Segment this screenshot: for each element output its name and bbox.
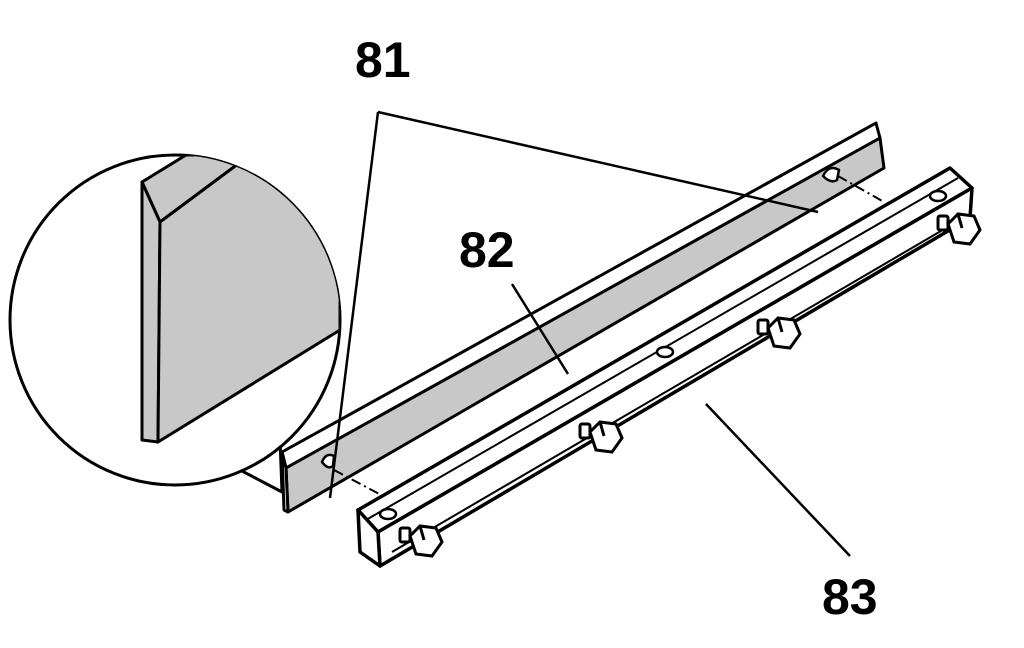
callout-81: 81 xyxy=(355,32,411,88)
bolt-2 xyxy=(578,420,624,454)
blade-slot-right xyxy=(821,166,841,183)
callout-82: 82 xyxy=(459,222,515,278)
bolt-3 xyxy=(756,316,802,350)
leader-82 xyxy=(510,283,570,375)
bolt-4 xyxy=(936,212,982,246)
clamp-bar-part-83 xyxy=(356,166,974,568)
bolt-1 xyxy=(398,524,444,558)
leader-81-a xyxy=(328,111,380,499)
blade-part-81 xyxy=(280,121,886,514)
leader-lines xyxy=(328,110,851,557)
blade-slot-left xyxy=(320,453,336,469)
leader-83 xyxy=(705,403,851,557)
alignment-lines xyxy=(333,175,885,498)
detail-magnifier xyxy=(8,153,342,494)
leader-81-b xyxy=(377,110,819,214)
callout-83: 83 xyxy=(822,569,878,625)
clamp-bar-left-end xyxy=(356,508,382,568)
